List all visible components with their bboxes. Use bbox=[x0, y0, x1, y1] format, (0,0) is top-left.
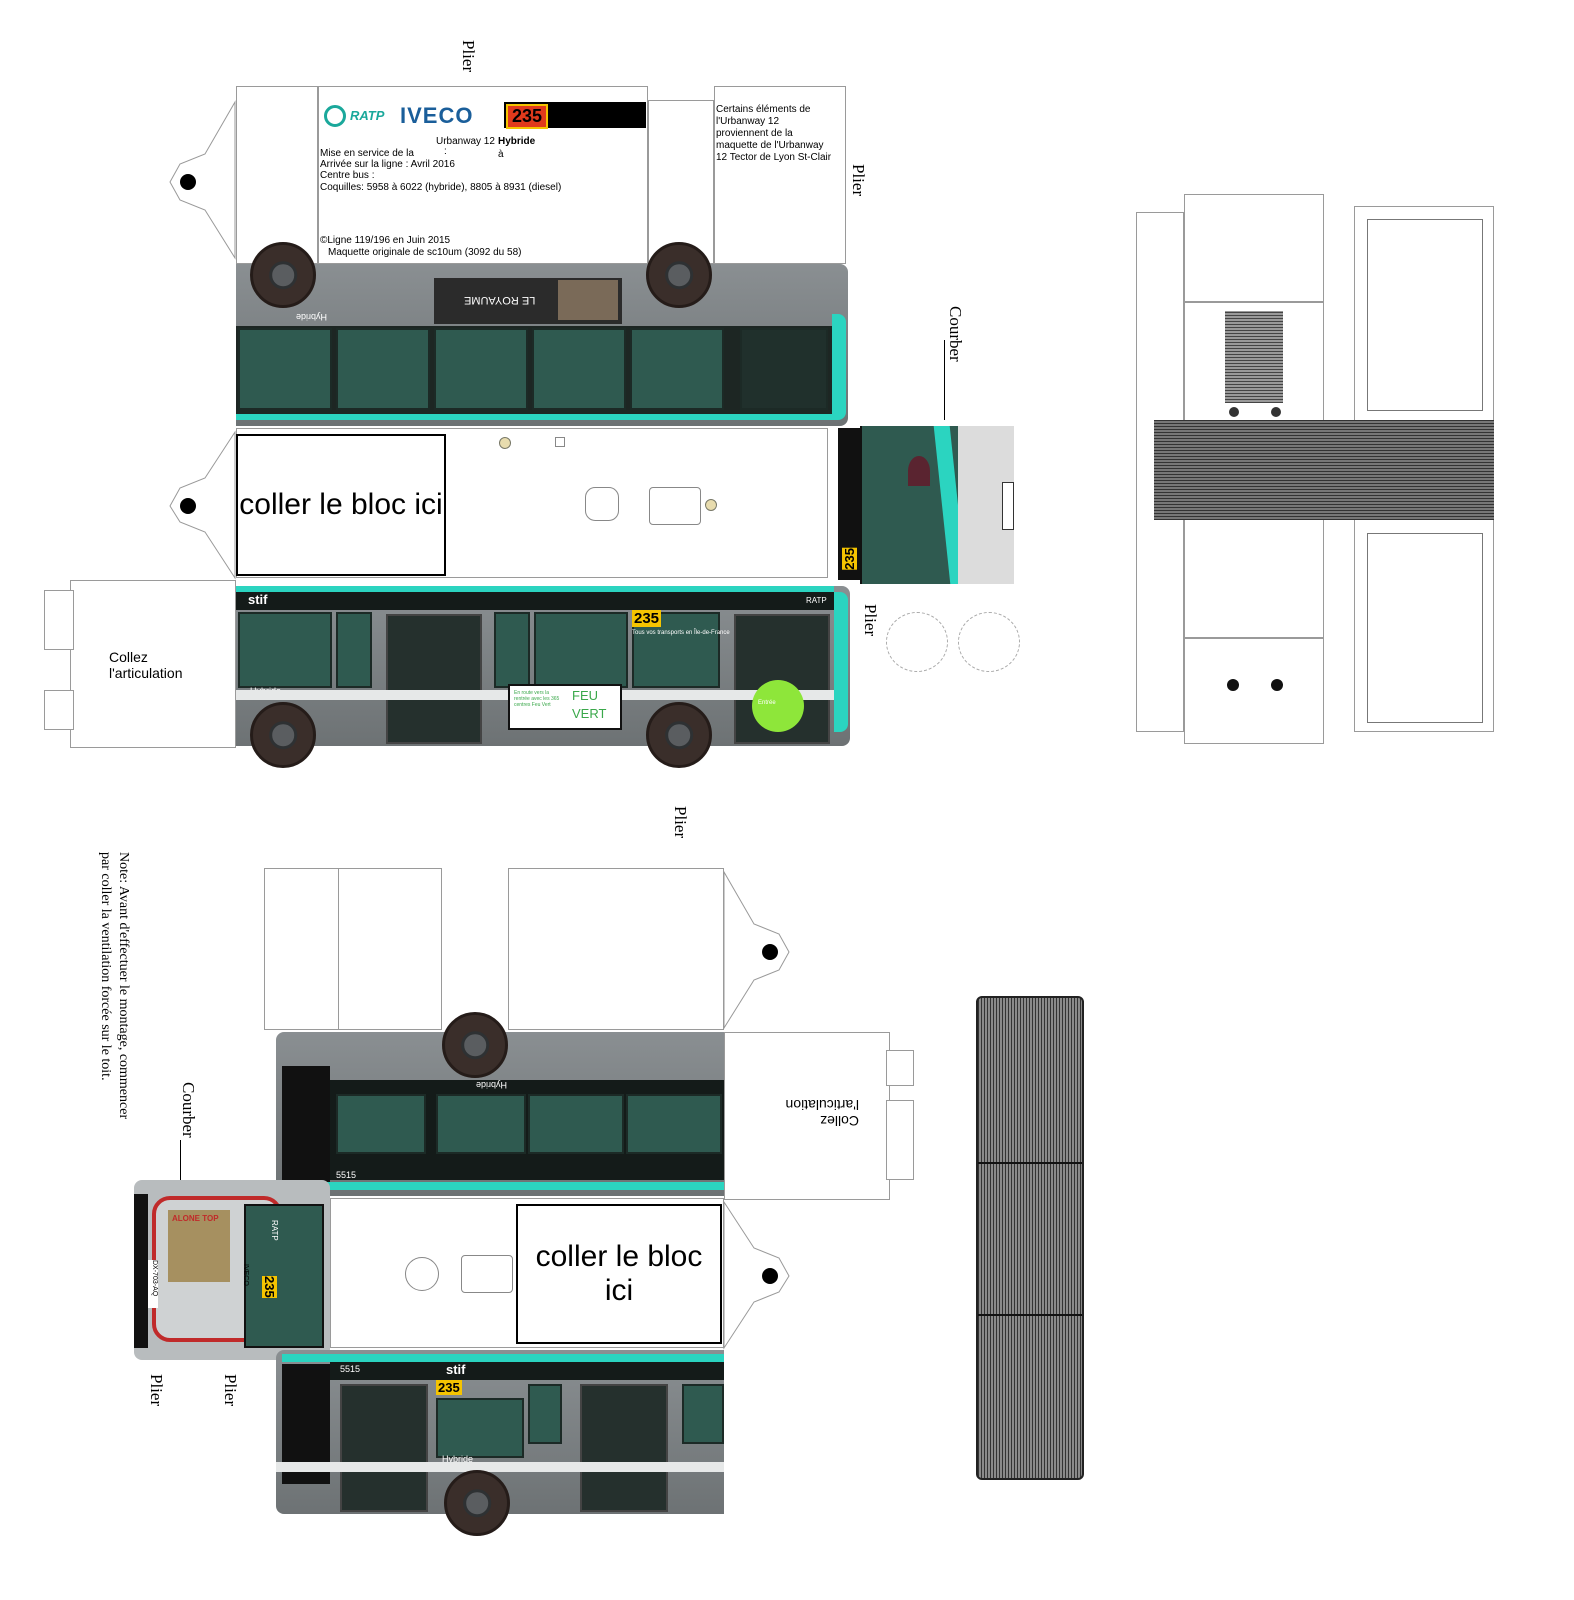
hubcap-cutout-2 bbox=[958, 612, 1020, 672]
info-line2: Arrivée sur la ligne : Avril 2016 bbox=[320, 159, 455, 170]
hubcap-cutout-1 bbox=[886, 612, 948, 672]
flap-b1 bbox=[264, 868, 340, 1030]
hybride-tag-b2: Hybride bbox=[442, 1454, 474, 1464]
bus-side-top: LE ROYAUME Hybride bbox=[236, 264, 848, 426]
entree-sticker: Entrée bbox=[752, 680, 804, 732]
wheel-b2 bbox=[444, 1470, 510, 1536]
feu-vert-line2: VERT bbox=[572, 706, 607, 721]
model-variant: Hybride bbox=[498, 136, 536, 147]
wheel-b1 bbox=[442, 1012, 508, 1078]
articulation-bellows-strip bbox=[1154, 420, 1494, 520]
ad-feu-vert: FEU VERT En route vers la rentrée avec l… bbox=[508, 684, 622, 730]
assembly-note: Note: Avant d'effectuer le montage, comm… bbox=[98, 852, 131, 1120]
fleet-number-b2: 5515 bbox=[340, 1364, 361, 1374]
ratp-brand: RATP bbox=[350, 108, 385, 123]
ratp-logo-icon bbox=[324, 105, 346, 127]
wheel-bottom-left bbox=[250, 702, 316, 768]
front-cab-b: ALONE TOP DX-703-AQ 235 RATP IVECO bbox=[134, 1180, 330, 1360]
hook-flap-bottom-1 bbox=[723, 870, 790, 1030]
fleet-number-b1: 5515 bbox=[336, 1170, 357, 1180]
glue-block-zone-top: coller le bloc ici bbox=[236, 434, 446, 576]
middle-flap bbox=[648, 100, 714, 264]
model-name: Urbanway 12 bbox=[436, 136, 495, 147]
collez-articulation-label: Collez l'articulation bbox=[109, 649, 183, 681]
door-b-rear bbox=[580, 1384, 668, 1512]
chassis-top-box bbox=[1184, 194, 1324, 302]
info-line6: Maquette originale de sc10um (3092 du 58… bbox=[328, 247, 522, 258]
plier-label-wheel: Plier bbox=[861, 604, 880, 637]
front-line-number-b: 235 bbox=[262, 1276, 277, 1298]
info-line1b: : bbox=[444, 146, 447, 157]
flap-b2 bbox=[338, 868, 442, 1030]
side-line-number-b: 235 bbox=[436, 1380, 462, 1395]
courber-label-bottom: Courber bbox=[179, 1082, 198, 1138]
alone-text: ALONE TOP bbox=[172, 1214, 219, 1223]
stif-logo: stif bbox=[248, 592, 268, 607]
articulation-tab-2 bbox=[44, 690, 74, 730]
note-flap bbox=[714, 86, 846, 264]
hook-flap-middle bbox=[169, 430, 236, 580]
left-flap bbox=[236, 86, 318, 264]
info-line4: Coquilles: 5958 à 6022 (hybride), 8805 à… bbox=[320, 182, 562, 193]
plier-label-bottom: Plier bbox=[671, 806, 690, 839]
ratp-side-logo: RATP bbox=[806, 596, 827, 605]
plier-label-cab-2: Plier bbox=[221, 1374, 240, 1407]
info-line3: Centre bus : bbox=[320, 170, 375, 181]
rear-line-number: 235 bbox=[842, 548, 857, 570]
bus-side-bottom: stif RATP 235 Tous vos transports en Île… bbox=[236, 586, 850, 746]
ventilation-block bbox=[1225, 311, 1283, 403]
iveco-brand: IVECO bbox=[400, 103, 474, 128]
side-note: Certains éléments de l'Urbanway 12 provi… bbox=[716, 104, 832, 163]
info-line1: Mise en service de la bbox=[320, 148, 414, 159]
front-iveco-b: IVECO bbox=[242, 1264, 249, 1286]
stif-logo-b: stif bbox=[446, 1362, 466, 1377]
articulation-tab-1 bbox=[44, 590, 74, 650]
articulation-bellows-b bbox=[976, 996, 1084, 1480]
glue-block-zone-bottom: coller le bloc ici bbox=[516, 1204, 722, 1344]
info-line1c: à bbox=[498, 149, 504, 160]
hybride-tag-top: Hybride bbox=[296, 312, 328, 322]
front-panel-top bbox=[860, 426, 1014, 584]
door-b-front bbox=[340, 1384, 428, 1512]
articulation-tab-b2 bbox=[886, 1100, 914, 1180]
rear-end: 235 bbox=[838, 428, 862, 580]
articulation-tab-b1 bbox=[886, 1050, 914, 1086]
info-line5: ©Ligne 119/196 en Juin 2015 bbox=[320, 235, 451, 246]
entree-text: Entrée bbox=[758, 700, 776, 706]
chassis-bottom-box bbox=[1184, 638, 1324, 744]
hook-flap-bottom-2 bbox=[723, 1200, 790, 1350]
collez-articulation-label-b: Collez l'articulation bbox=[785, 1097, 860, 1129]
door-middle bbox=[386, 614, 482, 744]
plier-label-top: Plier bbox=[459, 40, 478, 73]
articulation-flap: Collez l'articulation bbox=[70, 580, 236, 748]
side-line-number: 235 bbox=[632, 610, 662, 627]
wheel-top-left bbox=[250, 242, 316, 308]
ad-alone-top: ALONE TOP bbox=[168, 1210, 230, 1282]
articulation-flap-b: Collez l'articulation bbox=[724, 1032, 890, 1200]
transports-text: Tous vos transports en Île-de-France bbox=[632, 630, 730, 636]
feu-vert-line1: FEU bbox=[572, 688, 598, 703]
hook-flap-top bbox=[169, 100, 236, 260]
hybride-tag-b1: Hybride bbox=[476, 1080, 508, 1090]
wheel-top-right bbox=[646, 242, 712, 308]
line-badge: 235 bbox=[506, 104, 549, 129]
wheel-bottom-right bbox=[646, 702, 712, 768]
flap-b3 bbox=[508, 868, 724, 1030]
plier-label-cab-1: Plier bbox=[147, 1374, 166, 1407]
courber-label-top: Courber bbox=[946, 306, 965, 362]
info-header-bar: RATP IVECO 235 bbox=[320, 102, 646, 129]
license-plate-b: DX-703-AQ bbox=[148, 1260, 158, 1308]
ad-royaume-text: LE ROYAUME bbox=[464, 294, 536, 306]
feu-vert-small: En route vers la rentrée avec les 365 ce… bbox=[514, 690, 560, 708]
ad-royaume: LE ROYAUME bbox=[434, 278, 622, 324]
plier-label-right: Plier bbox=[849, 164, 868, 197]
front-ratp-b: RATP bbox=[270, 1220, 279, 1241]
